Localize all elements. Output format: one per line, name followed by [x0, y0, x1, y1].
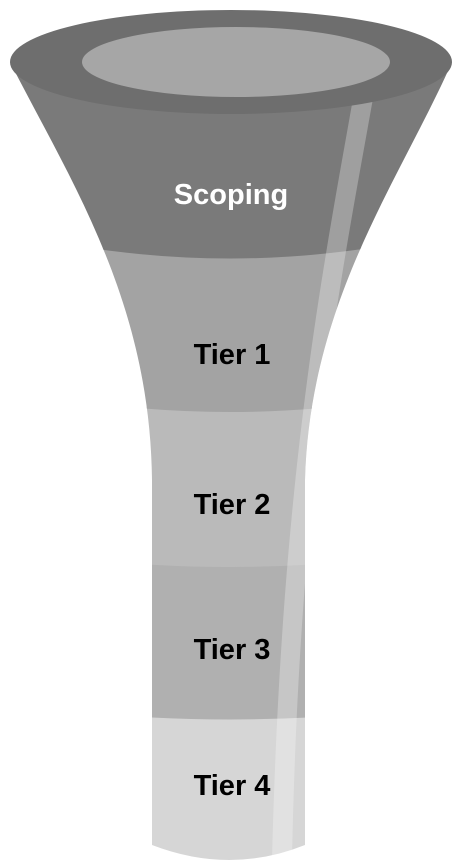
funnel-opening	[82, 27, 390, 97]
stage-label-tier-3: Tier 3	[194, 634, 271, 666]
stage-label-tier-4: Tier 4	[194, 770, 271, 802]
stage-band-tier-2	[10, 385, 452, 567]
stage-label-tier-2: Tier 2	[194, 489, 271, 521]
stage-label-scoping: Scoping	[174, 179, 288, 211]
funnel-highlight	[272, 70, 378, 860]
stage-label-tier-1: Tier 1	[194, 339, 271, 371]
stage-band-tier-3	[10, 545, 452, 720]
